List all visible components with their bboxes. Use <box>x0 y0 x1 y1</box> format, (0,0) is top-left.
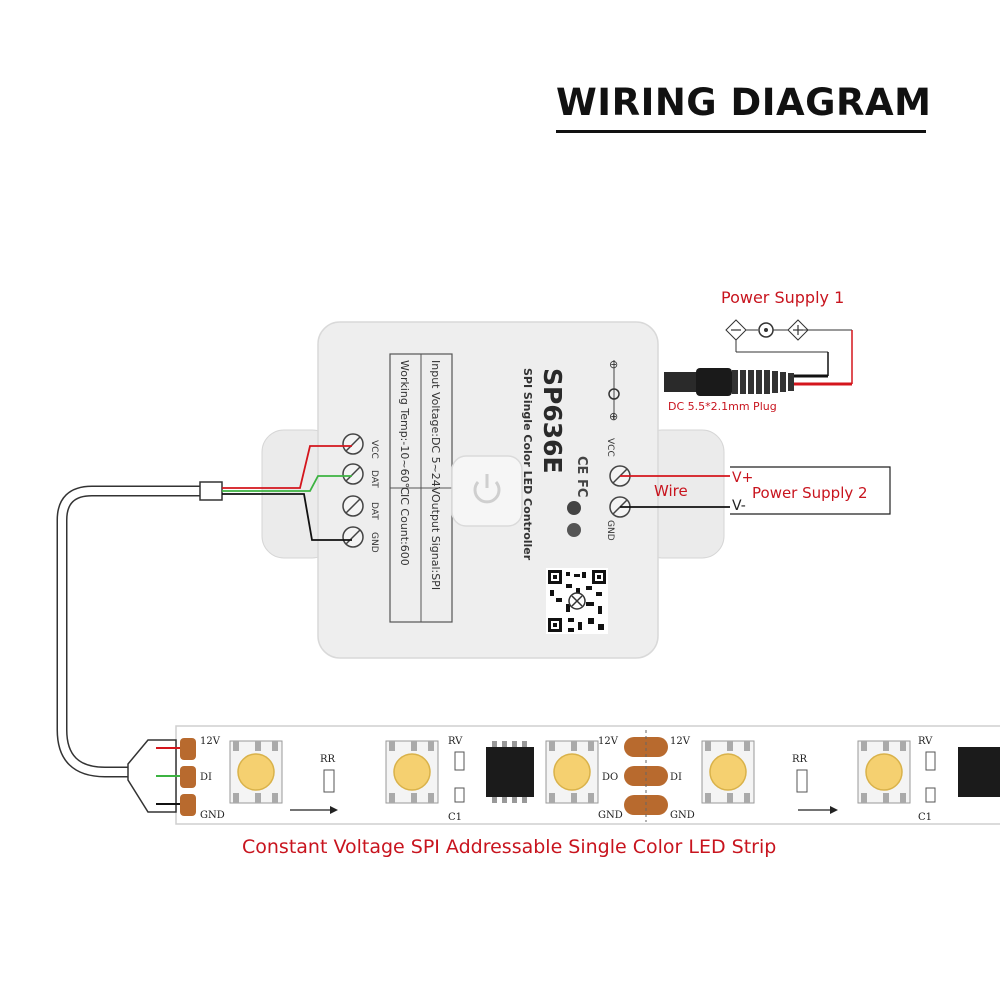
terminal-label-vcc: VCC <box>369 440 379 459</box>
power-supply-1: Power Supply 1 <box>664 288 853 413</box>
strip-connector <box>127 739 177 813</box>
dc-plug-grip <box>732 370 794 394</box>
output-wires <box>222 445 352 541</box>
component-label-rv-2: RV <box>918 736 933 747</box>
controller-brand: SP636E SPI Single Color LED Controller <box>521 368 567 561</box>
spec-table: Input Voltage:DC 5~24V Working Temp:-10~… <box>389 353 453 623</box>
mid-label-12v: 12V <box>598 736 619 747</box>
vcc-wire <box>222 445 352 489</box>
component-label-c1-2: C1 <box>918 812 932 823</box>
power-supply-1-label: Power Supply 1 <box>721 288 844 307</box>
cert-mark-icon <box>567 501 581 515</box>
terminal-label-dat-2: DAT <box>369 502 379 520</box>
strip-pad-label-gnd: GND <box>200 810 225 821</box>
spec-ic-count: IC Count:600 <box>398 494 411 566</box>
dc-plug-tip <box>664 372 696 392</box>
component-label-rr-2: RR <box>792 754 808 765</box>
svg-text:⊖: ⊖ <box>609 358 618 371</box>
recycle-icon <box>567 523 581 537</box>
dc-jack-symbol-icon: ⊖ ⊕ <box>608 358 620 423</box>
spec-working-temp: Working Temp:-10~60℃ <box>398 360 411 495</box>
power-supply-2-wires: Wire V+ V- Power Supply 2 <box>620 466 891 515</box>
mid-label-di-2: DI <box>670 772 682 783</box>
spec-output-signal: Output Signal:SPI <box>429 494 442 590</box>
power-supply-2-box <box>730 466 891 515</box>
ic-chip <box>958 747 1000 797</box>
vplus-label: V+ <box>732 470 753 486</box>
pad-di <box>180 766 196 788</box>
capacitor <box>454 787 465 803</box>
led-chip <box>385 740 439 804</box>
component-label-c1: C1 <box>448 812 462 823</box>
ic-chip <box>486 741 534 803</box>
power-icon <box>473 481 501 504</box>
terminal-label-gnd: GND <box>369 532 379 553</box>
led-chip <box>229 740 283 804</box>
strip-cable <box>56 481 223 813</box>
power-terminal-label-gnd: GND <box>605 520 615 541</box>
dc-plug-label: DC 5.5*2.1mm Plug <box>668 400 777 413</box>
power-button[interactable] <box>451 455 523 527</box>
pad-12v <box>180 738 196 760</box>
led-chip <box>701 740 755 804</box>
svg-text:⊕: ⊕ <box>609 410 618 423</box>
wire-label: Wire <box>654 482 688 500</box>
led-strip: 12V DI GND RR RV C1 <box>175 725 1000 825</box>
qr-code <box>546 568 608 634</box>
cut-pad <box>624 766 668 786</box>
cert-ce-fc-icon: CE FC <box>574 456 589 497</box>
cut-pad <box>624 737 668 757</box>
pad-gnd <box>180 794 196 816</box>
power-terminal-label-vcc: VCC <box>605 438 615 457</box>
controller-subtitle: SPI Single Color LED Controller <box>521 368 534 561</box>
resistor <box>454 751 465 771</box>
gnd-wire <box>222 493 352 541</box>
terminal-label-dat: DAT <box>369 470 379 488</box>
component-label-rr: RR <box>320 754 336 765</box>
spec-input-voltage: Input Voltage:DC 5~24V <box>429 360 442 495</box>
led-chip <box>857 740 911 804</box>
mid-label-do: DO <box>602 772 618 783</box>
mid-label-gnd: GND <box>598 810 623 821</box>
strip-caption: Constant Voltage SPI Addressable Single … <box>242 836 777 858</box>
page-title: WIRING DIAGRAM <box>556 80 931 133</box>
resistor <box>925 751 936 771</box>
vminus-label: V- <box>732 498 746 514</box>
dc-plug-body <box>696 368 732 396</box>
power-supply-2-label: Power Supply 2 <box>752 484 868 502</box>
resistor <box>323 769 335 793</box>
cable-sleeve <box>199 481 223 501</box>
controller-model: SP636E <box>538 368 567 474</box>
mid-label-gnd-2: GND <box>670 810 695 821</box>
data-wire <box>222 475 352 492</box>
strip-pad-label-di: DI <box>200 772 212 783</box>
polarity-symbol-icon <box>725 319 852 353</box>
resistor <box>796 769 808 793</box>
mid-label-12v-2: 12V <box>670 736 691 747</box>
led-chip <box>545 740 599 804</box>
strip-pad-label-12v: 12V <box>200 736 221 747</box>
controller: Input Voltage:DC 5~24V Working Temp:-10~… <box>261 321 725 659</box>
capacitor <box>925 787 936 803</box>
output-terminals: VCC DAT DAT GND <box>342 433 379 553</box>
component-label-rv: RV <box>448 736 463 747</box>
